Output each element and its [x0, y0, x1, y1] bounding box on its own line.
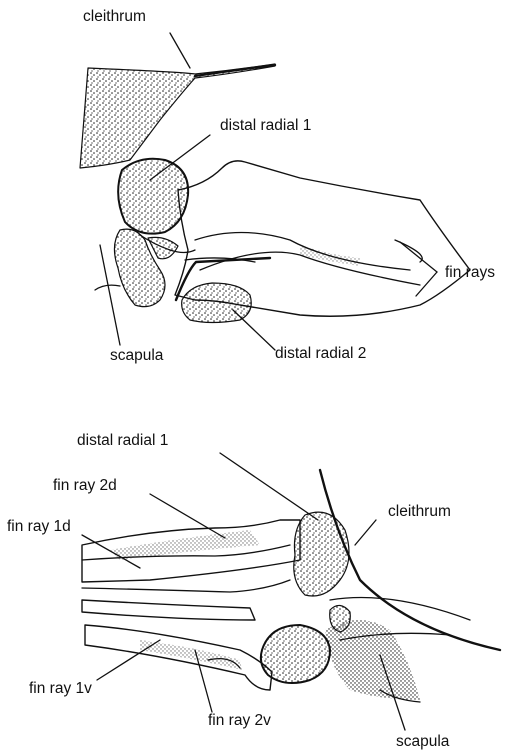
label-fin-ray-1v: fin ray 1v [29, 680, 92, 697]
bottom-figure: distal radial 1 fin ray 2d fin ray 1d cl… [7, 432, 500, 750]
label-fin-ray-2v: fin ray 2v [208, 712, 271, 729]
bottom-distal-radial-1-shape [294, 512, 349, 596]
label-cleithrum-top: cleithrum [83, 8, 146, 25]
label-scapula-bottom: scapula [396, 733, 450, 750]
label-scapula-top: scapula [110, 347, 164, 364]
label-fin-ray-2d: fin ray 2d [53, 477, 117, 494]
bottom-distal-radial-2-shape [261, 625, 330, 683]
top-distal-radial-1-shape [118, 159, 188, 234]
label-distal-radial-1-bottom: distal radial 1 [77, 432, 168, 449]
label-distal-radial-1-top: distal radial 1 [220, 117, 311, 134]
label-fin-rays-top: fin rays [445, 264, 495, 281]
label-distal-radial-2-top: distal radial 2 [275, 345, 366, 362]
top-cleithrum-shape [80, 64, 275, 168]
label-fin-ray-1d: fin ray 1d [7, 518, 71, 535]
top-figure: cleithrum distal radial 1 fin rays scapu… [80, 8, 495, 364]
label-cleithrum-bottom: cleithrum [388, 503, 451, 520]
